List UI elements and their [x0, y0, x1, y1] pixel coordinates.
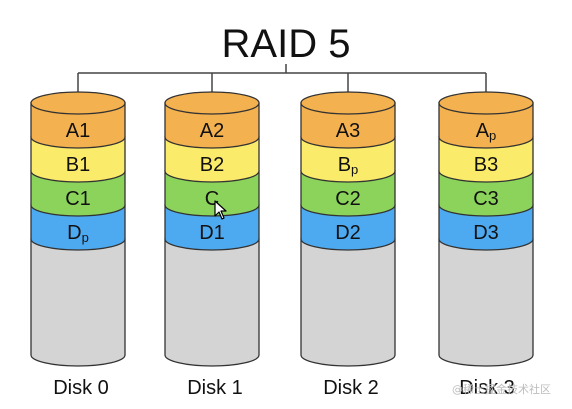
disk-0-block-1 [30, 136, 126, 183]
disk-3-free-space [438, 238, 534, 367]
disk-0-block-0-label: A1 [66, 120, 90, 142]
disk-0-free-space [30, 238, 126, 367]
disk-0-block-3-label: Dp [67, 222, 89, 245]
disk-2-free-space [300, 238, 396, 367]
watermark: @稀土掘金技术社区 [452, 383, 551, 396]
disk-0-block-0 [30, 102, 126, 149]
disk-3-block-1 [438, 136, 534, 183]
disk-1-block-1 [164, 136, 260, 183]
disk-2-label: Disk 2 [323, 377, 379, 399]
disk-2-block-2 [300, 170, 396, 217]
disk-1-block-0-label: A2 [200, 120, 224, 142]
disk-1-top [164, 91, 260, 115]
disk-1-block-3-label: D1 [199, 222, 225, 244]
disk-1-label: Disk 1 [187, 377, 243, 399]
disk-3-block-3-label: D3 [473, 222, 499, 244]
disk-0-block-1-label: B1 [66, 154, 90, 176]
disk-3-block-2-label: C3 [473, 188, 499, 210]
disk-0-block-2-label: C1 [65, 188, 91, 210]
diagram-title: RAID 5 [221, 22, 351, 66]
connector-lines [77, 64, 487, 103]
disk-3-label: Disk 3 [459, 377, 515, 399]
disk-2-block-3 [300, 204, 396, 251]
disk-2-block-2-label: C2 [335, 188, 361, 210]
disk-0-block-3 [30, 204, 126, 251]
mouse-pointer-icon [214, 200, 227, 220]
disk-3-block-3 [438, 204, 534, 251]
disk-3-block-1-label: B3 [474, 154, 498, 176]
disk-2-block-3-label: D2 [335, 222, 361, 244]
disk-0-block-2 [30, 170, 126, 217]
disk-2-block-0-label: A3 [336, 120, 360, 142]
disk-0-label: Disk 0 [53, 377, 109, 399]
disk-0-top [30, 91, 126, 115]
disk-1-block-1-label: B2 [200, 154, 224, 176]
disk-3-block-0-label: Ap [476, 120, 497, 143]
disk-1-block-3 [164, 204, 260, 251]
disk-2-block-1 [300, 136, 396, 183]
disk-1-block-0 [164, 102, 260, 149]
disk-2-top [300, 91, 396, 115]
disk-3-block-0 [438, 102, 534, 149]
disk-2-block-1-label: Bp [338, 154, 359, 177]
disk-3-block-2 [438, 170, 534, 217]
disk-2-block-0 [300, 102, 396, 149]
disk-1-free-space [164, 238, 260, 367]
disk-3-top [438, 91, 534, 115]
